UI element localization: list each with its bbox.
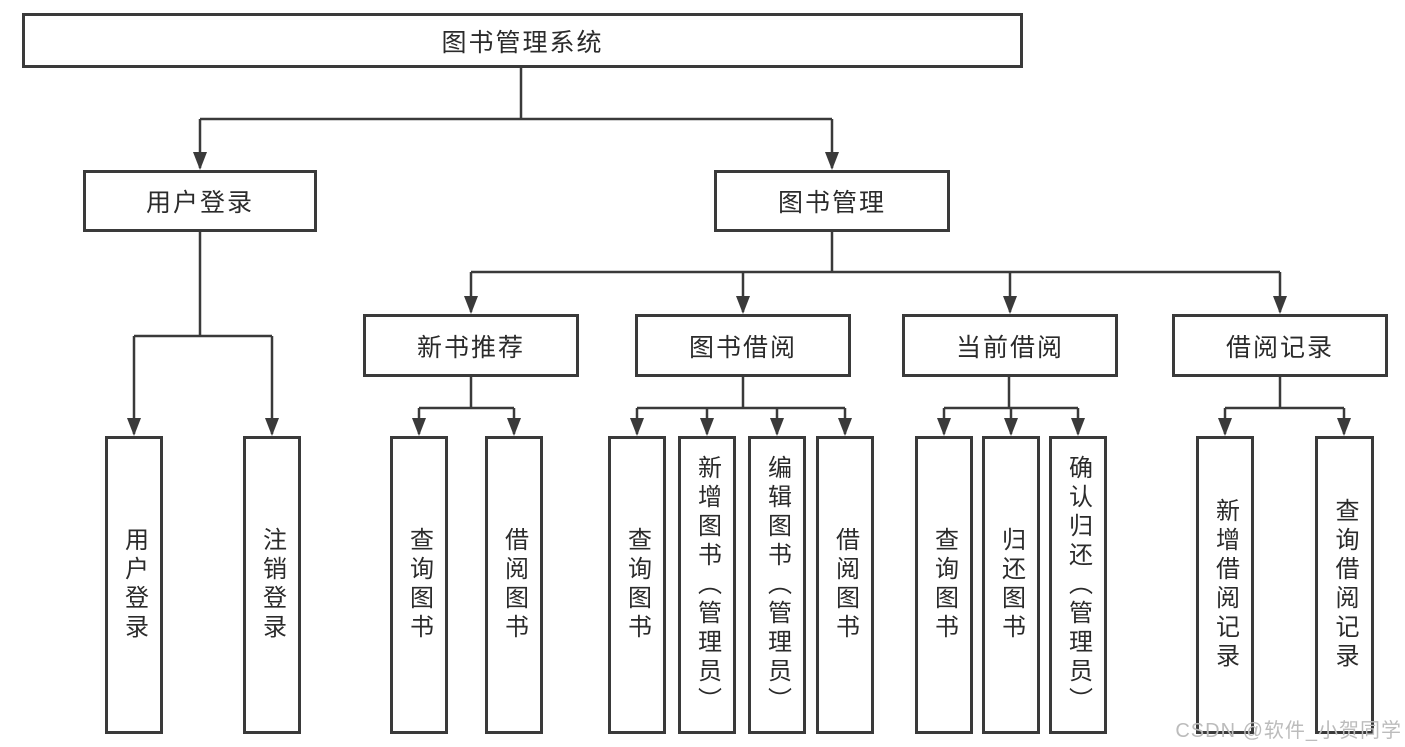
arrow-book-borrowing [736, 296, 750, 314]
node-book-management: 图书管理 [714, 170, 950, 232]
arrow-user-login [193, 152, 207, 170]
node-new-book-recommendation: 新书推荐 [363, 314, 579, 377]
connector-root-to-level2 [198, 68, 834, 168]
arrow-book-management [825, 152, 839, 170]
leaf-borrow-books-borrow: 借阅图书 [816, 436, 874, 734]
arrowheads [127, 152, 1351, 436]
arrow-leaf-borrow-books-recommend [507, 418, 521, 436]
leaf-confirm-return-admin: 确认归还（管理员） [1049, 436, 1107, 734]
csdn-watermark: CSDN @软件_小贺同学 [1175, 720, 1402, 742]
node-root: 图书管理系统 [22, 13, 1023, 68]
leaf-add-book-admin: 新增图书（管理员） [678, 436, 736, 734]
arrow-leaf-borrow-books-borrow [838, 418, 852, 436]
arrow-leaf-query-books-borrow [630, 418, 644, 436]
leaf-borrow-books-recommend: 借阅图书 [485, 436, 543, 734]
node-book-borrowing: 图书借阅 [635, 314, 851, 377]
connector-user-login-to-leaves [132, 232, 274, 434]
arrow-leaf-add-book-admin [700, 418, 714, 436]
leaf-query-books-recommend: 查询图书 [390, 436, 448, 734]
arrow-leaf-query-books-current [937, 418, 951, 436]
arrow-leaf-user-login [127, 418, 141, 436]
arrow-leaf-confirm-return-admin [1071, 418, 1085, 436]
connector-new-book-recommendation-to-leaves [417, 377, 516, 434]
leaf-query-borrow-record: 查询借阅记录 [1315, 436, 1374, 734]
leaf-logout: 注销登录 [243, 436, 301, 734]
arrow-current-borrowing [1003, 296, 1017, 314]
connector-book-borrowing-to-leaves [635, 377, 847, 434]
connector-borrowing-records-to-leaves [1223, 377, 1346, 434]
arrow-leaf-add-borrow-record [1218, 418, 1232, 436]
leaf-edit-book-admin: 编辑图书（管理员） [748, 436, 806, 734]
leaf-return-book: 归还图书 [982, 436, 1040, 734]
arrow-leaf-query-borrow-record [1337, 418, 1351, 436]
arrow-borrowing-records [1273, 296, 1287, 314]
leaf-user-login: 用户登录 [105, 436, 163, 734]
arrow-leaf-edit-book-admin [770, 418, 784, 436]
node-borrowing-records: 借阅记录 [1172, 314, 1388, 377]
node-user-login: 用户登录 [83, 170, 317, 232]
leaf-query-books-borrow: 查询图书 [608, 436, 666, 734]
leaf-add-borrow-record: 新增借阅记录 [1196, 436, 1254, 734]
arrow-new-book-recommendation [464, 296, 478, 314]
leaf-query-books-current: 查询图书 [915, 436, 973, 734]
node-current-borrowing: 当前借阅 [902, 314, 1118, 377]
arrow-leaf-logout [265, 418, 279, 436]
arrow-leaf-query-books-recommend [412, 418, 426, 436]
arrow-leaf-return-book [1004, 418, 1018, 436]
connector-book-management-to-level3 [469, 232, 1282, 312]
